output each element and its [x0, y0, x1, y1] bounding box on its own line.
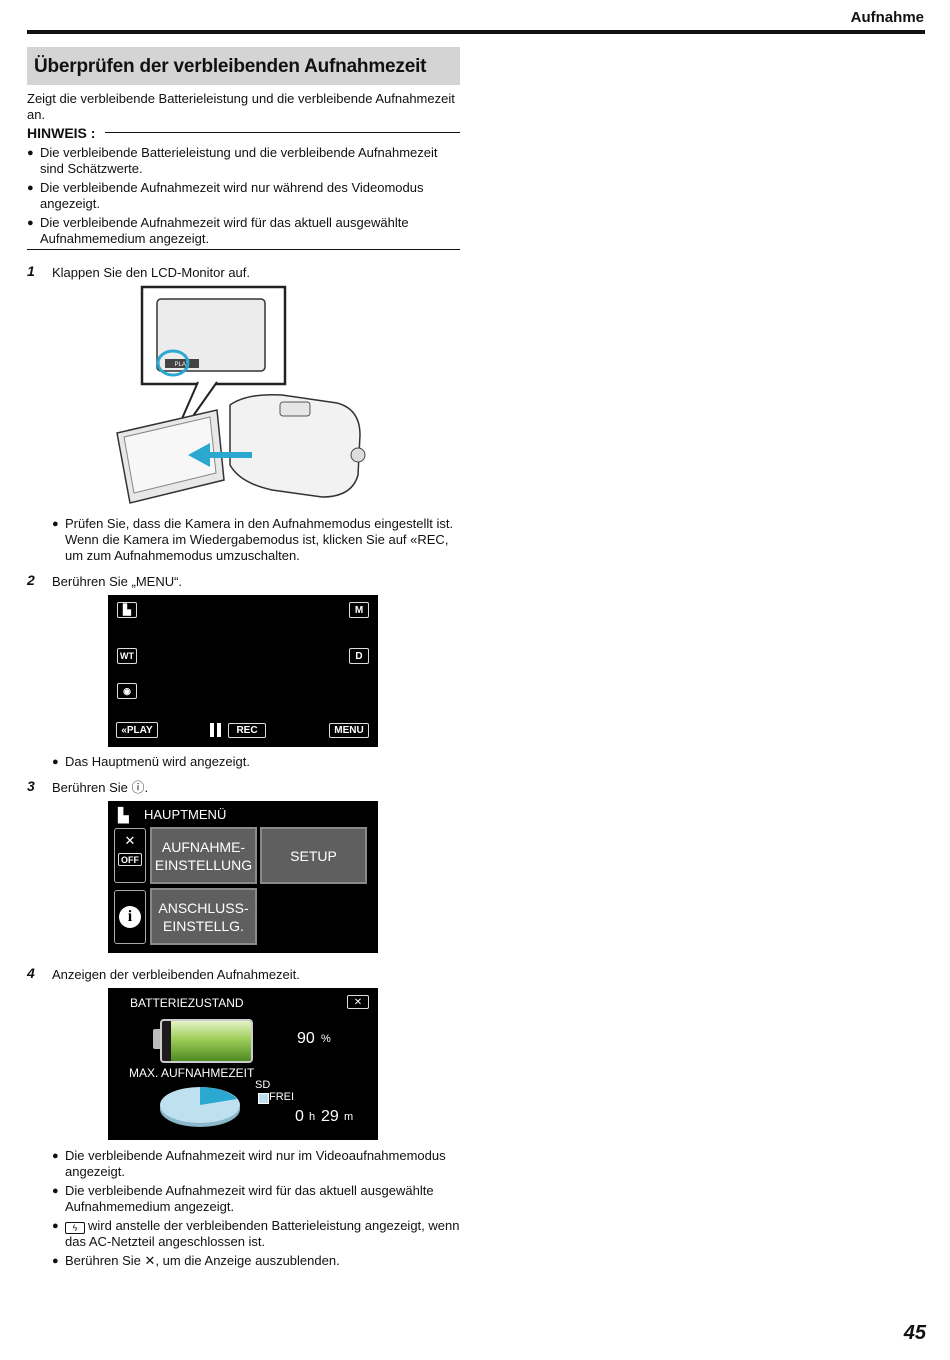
info-icon: i — [119, 906, 141, 928]
step-2-number: 2 — [27, 572, 35, 588]
battery-icon — [160, 1019, 253, 1063]
camera-icon[interactable]: ◉ — [117, 683, 137, 699]
step-1-number: 1 — [27, 263, 35, 279]
step-4-number: 4 — [27, 965, 35, 981]
svg-text:PLAY: PLAY — [175, 362, 190, 368]
battery-status-screen: BATTERIEZUSTAND ✕ 90 % MAX. AUFNAHMEZEIT… — [108, 988, 378, 1140]
battery-level-fill — [170, 1021, 251, 1061]
step-3-number: 3 — [27, 778, 35, 794]
hours-unit: h — [309, 1111, 316, 1123]
off-label: OFF — [118, 853, 142, 866]
free-legend-swatch — [258, 1093, 269, 1104]
list-item: ●Prüfen Sie, dass die Kamera in den Aufn… — [52, 516, 454, 563]
title-background — [27, 47, 460, 85]
display-icon[interactable]: D — [349, 648, 369, 664]
header-rule — [27, 30, 925, 34]
video-camera-icon: ▙ — [118, 807, 129, 823]
recording-settings-tile[interactable]: AUFNAHME- EINSTELLUNG — [150, 827, 257, 884]
minutes-unit: m — [344, 1111, 354, 1123]
pause-icon[interactable] — [210, 723, 214, 737]
free-legend-label: FREI — [269, 1091, 295, 1103]
intro-text: Zeigt die verbleibende Batterieleistung … — [27, 91, 455, 122]
note-item: ●Die verbleibende Aufnahmezeit wird nur … — [27, 180, 424, 211]
main-menu-screen: ▙ HAUPTMENÜ ✕ OFF i AUFNAHME- EINSTELLUN… — [108, 801, 378, 953]
step-4-bullets: ●Die verbleibende Aufnahmezeit wird nur … — [52, 1148, 462, 1269]
camcorder-illustration: PLAY — [112, 285, 374, 510]
note-item: ●Die verbleibende Aufnahmezeit wird für … — [27, 215, 409, 246]
step-2-text: Berühren Sie „MENU“. — [52, 574, 183, 589]
media-label: SD — [255, 1079, 271, 1091]
page-number: 45 — [903, 1322, 926, 1344]
step-4-text: Anzeigen der verbleibenden Aufnahmezeit. — [52, 967, 300, 982]
list-item: ●Die verbleibende Aufnahmezeit wird für … — [52, 1183, 434, 1214]
list-item: ●Berühren Sie ✕, um die Anzeige auszuble… — [52, 1253, 340, 1268]
note-end-rule — [27, 249, 460, 250]
record-screen: ▙ M WT D ◉ «PLAY REC MENU — [108, 595, 378, 747]
note-rule — [105, 132, 460, 133]
note-label: HINWEIS : — [27, 125, 96, 141]
step-1-text: Klappen Sie den LCD-Monitor auf. — [52, 265, 251, 280]
remaining-hours: 0 — [295, 1108, 304, 1125]
menu-title: HAUPTMENÜ — [144, 807, 227, 822]
step-3-text: Berühren Sie ⓘ. — [52, 780, 149, 795]
menu-button[interactable]: MENU — [329, 723, 369, 738]
battery-terminal — [153, 1029, 161, 1049]
info-button[interactable]: i — [114, 890, 146, 944]
rec-button[interactable]: REC — [228, 723, 266, 738]
close-button[interactable]: ✕ — [347, 995, 369, 1009]
battery-status-title: BATTERIEZUSTAND — [130, 996, 244, 1010]
step-2-bullets: ●Das Hauptmenü wird angezeigt. — [52, 754, 462, 770]
manual-icon[interactable]: M — [349, 602, 369, 618]
ac-adapter-icon: ϟ — [65, 1222, 85, 1234]
note-item: ●Die verbleibende Batterieleistung und d… — [27, 145, 438, 176]
pause-icon[interactable] — [217, 723, 221, 737]
page-title: Überprüfen der verbleibenden Aufnahmezei… — [34, 56, 427, 77]
section-header: Aufnahme — [850, 9, 924, 26]
speaker-mute-icon: ✕ — [124, 833, 136, 848]
connection-settings-tile[interactable]: ANSCHLUSS- EINSTELLG. — [150, 888, 257, 945]
note-list: ●Die verbleibende Batterieleistung und d… — [27, 145, 460, 247]
battery-value: 90 — [297, 1030, 315, 1047]
list-item: ●Das Hauptmenü wird angezeigt. — [52, 754, 250, 769]
media-usage-pie — [158, 1081, 242, 1134]
silent-mode-button[interactable]: ✕ OFF — [114, 828, 146, 883]
video-mode-icon[interactable]: ▙ — [117, 602, 137, 618]
play-button[interactable]: «PLAY — [116, 722, 158, 738]
setup-tile[interactable]: SETUP — [260, 827, 367, 884]
battery-unit: % — [321, 1033, 331, 1045]
zoom-icon[interactable]: WT — [117, 648, 137, 664]
max-recording-time-label: MAX. AUFNAHMEZEIT — [129, 1066, 255, 1080]
remaining-minutes: 29 — [321, 1108, 339, 1125]
list-item: ●Die verbleibende Aufnahmezeit wird nur … — [52, 1148, 446, 1179]
step-1-bullets: ●Prüfen Sie, dass die Kamera in den Aufn… — [52, 516, 462, 564]
